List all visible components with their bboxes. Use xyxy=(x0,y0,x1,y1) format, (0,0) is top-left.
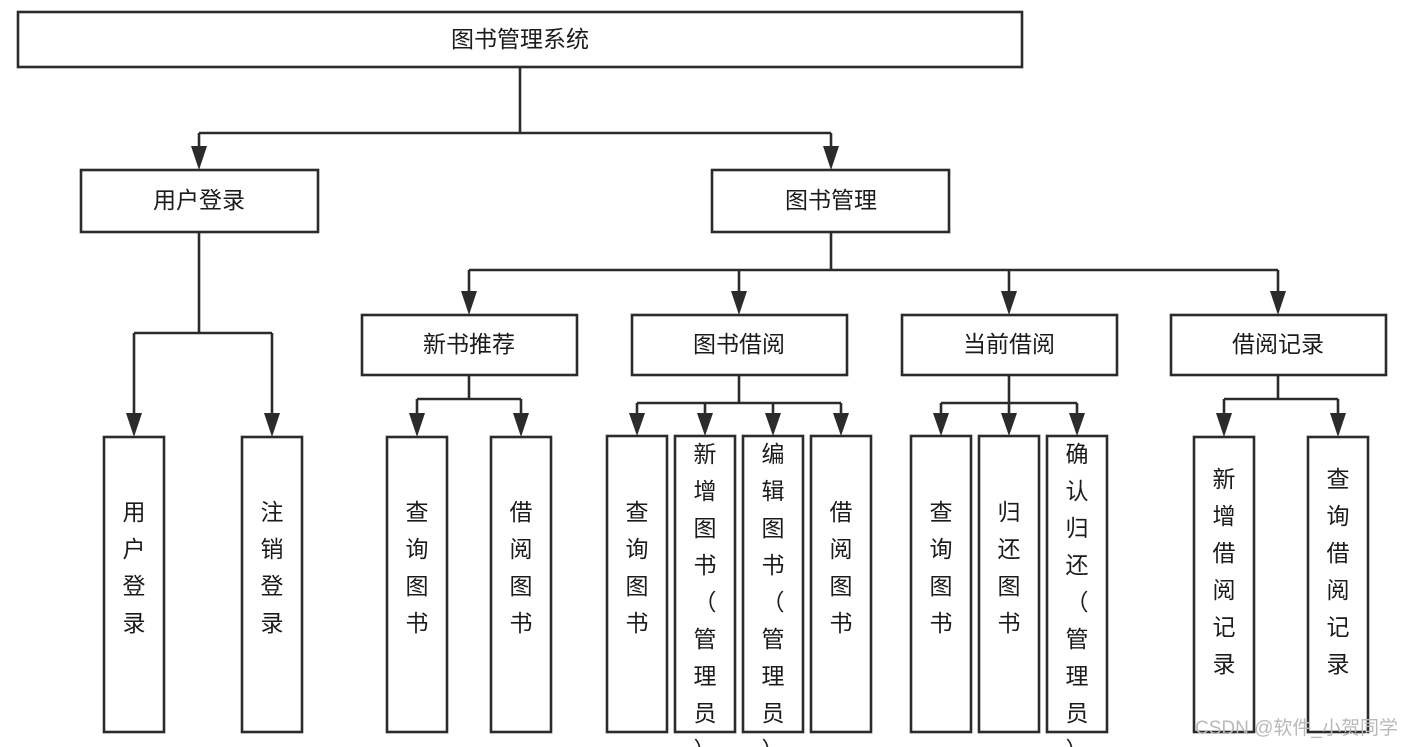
node-new-book-recommend-box[interactable] xyxy=(360,313,579,377)
node-leaf-add-book[interactable]: 新增图书（管理员） xyxy=(673,434,737,747)
node-leaf-query-book-a-label: 查询图书 xyxy=(406,499,429,636)
arrow-book-borrow-c1 xyxy=(629,413,645,436)
node-leaf-borrow-book-b-box[interactable] xyxy=(809,434,873,734)
arrow-to-current-borrow xyxy=(1001,291,1017,315)
node-leaf-return-book-box[interactable] xyxy=(977,434,1041,734)
node-leaf-return-book[interactable]: 归还图书 xyxy=(977,434,1041,734)
node-user-login-box[interactable] xyxy=(79,168,320,234)
arrow-current-borrow-c1 xyxy=(933,413,949,436)
arrow-new-book-c2 xyxy=(513,413,529,437)
node-leaf-user-login[interactable]: 用户登录 xyxy=(102,435,166,734)
node-current-borrow-box[interactable] xyxy=(900,313,1119,377)
node-leaf-add-borrow-record[interactable]: 新增借阅记录 xyxy=(1192,435,1256,734)
arrow-borrow-record-c2 xyxy=(1330,413,1346,437)
node-leaf-user-login-box[interactable] xyxy=(102,435,166,734)
node-leaf-logout[interactable]: 注销登录 xyxy=(240,435,304,734)
node-borrow-record[interactable]: 借阅记录 xyxy=(1169,313,1388,377)
arrow-current-borrow-c2 xyxy=(1001,413,1017,436)
node-leaf-query-borrow-record-box[interactable] xyxy=(1306,435,1370,734)
node-new-book-recommend-label: 新书推荐 xyxy=(423,331,515,357)
node-borrow-record-box[interactable] xyxy=(1169,313,1388,377)
node-leaf-query-book-c-box[interactable] xyxy=(909,434,973,734)
node-leaf-confirm-return[interactable]: 确认归还（管理员） xyxy=(1045,434,1109,747)
node-user-login[interactable]: 用户登录 xyxy=(79,168,320,234)
node-leaf-query-book-a-box[interactable] xyxy=(385,435,449,734)
arrow-to-leaf-user-login xyxy=(126,413,142,437)
node-leaf-edit-book-box[interactable] xyxy=(741,434,805,734)
node-leaf-edit-book[interactable]: 编辑图书（管理员） xyxy=(741,434,805,747)
node-book-manage-label: 图书管理 xyxy=(785,187,877,213)
arrow-book-borrow-c2 xyxy=(697,413,713,436)
arrow-current-borrow-c3 xyxy=(1069,413,1085,436)
node-leaf-borrow-book-b[interactable]: 借阅图书 xyxy=(809,434,873,734)
node-book-borrow-box[interactable] xyxy=(630,313,849,377)
arrow-root-to-user-login xyxy=(191,146,207,170)
node-book-borrow-label: 图书借阅 xyxy=(693,331,785,357)
connector-layer xyxy=(126,67,1346,437)
node-root-box[interactable] xyxy=(16,10,1024,69)
node-leaf-add-borrow-record-label: 新增借阅记录 xyxy=(1213,466,1236,677)
node-leaf-query-book-c[interactable]: 查询图书 xyxy=(909,434,973,734)
node-leaf-query-borrow-record-label: 查询借阅记录 xyxy=(1327,466,1350,677)
arrow-book-borrow-c4 xyxy=(833,413,849,436)
node-leaf-add-book-box[interactable] xyxy=(673,434,737,734)
node-leaf-user-login-label: 用户登录 xyxy=(123,499,146,636)
node-book-borrow[interactable]: 图书借阅 xyxy=(630,313,849,377)
node-leaf-borrow-book-a-box[interactable] xyxy=(489,435,553,734)
node-leaf-logout-label: 注销登录 xyxy=(261,499,284,636)
node-user-login-label: 用户登录 xyxy=(153,187,245,213)
node-leaf-add-borrow-record-box[interactable] xyxy=(1192,435,1256,734)
node-leaf-query-borrow-record[interactable]: 查询借阅记录 xyxy=(1306,435,1370,734)
node-leaf-borrow-book-a-label: 借阅图书 xyxy=(510,499,533,636)
node-leaf-query-book-b-label: 查询图书 xyxy=(626,499,649,636)
arrow-book-borrow-c3 xyxy=(765,413,781,436)
csdn-watermark: CSDN @软件_小贺同学 xyxy=(1195,717,1398,739)
arrow-to-new-book xyxy=(461,291,477,315)
node-leaf-return-book-label: 归还图书 xyxy=(998,499,1021,636)
arrow-root-to-book-manage xyxy=(823,146,839,170)
arrow-borrow-record-c1 xyxy=(1216,413,1232,437)
node-book-manage[interactable]: 图书管理 xyxy=(710,168,951,234)
node-new-book-recommend[interactable]: 新书推荐 xyxy=(360,313,579,377)
node-leaf-confirm-return-box[interactable] xyxy=(1045,434,1109,734)
node-leaf-logout-box[interactable] xyxy=(240,435,304,734)
arrow-to-book-borrow xyxy=(731,291,747,315)
arrow-to-leaf-logout xyxy=(264,413,280,437)
node-current-borrow[interactable]: 当前借阅 xyxy=(900,313,1119,377)
node-book-manage-box[interactable] xyxy=(710,168,951,234)
node-root[interactable]: 图书管理系统 xyxy=(16,10,1024,69)
node-borrow-record-label: 借阅记录 xyxy=(1232,331,1324,357)
node-leaf-borrow-book-b-label: 借阅图书 xyxy=(830,499,853,636)
node-leaf-edit-book-label: 编辑图书（管理员） xyxy=(762,441,785,747)
node-root-label: 图书管理系统 xyxy=(451,26,589,52)
node-leaf-borrow-book-a[interactable]: 借阅图书 xyxy=(489,435,553,734)
node-leaf-query-book-b-box[interactable] xyxy=(605,434,669,734)
node-leaf-query-book-b[interactable]: 查询图书 xyxy=(605,434,669,734)
arrow-new-book-c1 xyxy=(409,413,425,437)
node-leaf-query-book-c-label: 查询图书 xyxy=(930,499,953,636)
node-leaf-add-book-label: 新增图书（管理员） xyxy=(694,441,717,747)
node-current-borrow-label: 当前借阅 xyxy=(963,331,1055,357)
node-leaf-query-book-a[interactable]: 查询图书 xyxy=(385,435,449,734)
node-leaf-confirm-return-label: 确认归还（管理员） xyxy=(1066,441,1089,747)
arrow-to-borrow-record xyxy=(1270,291,1286,315)
